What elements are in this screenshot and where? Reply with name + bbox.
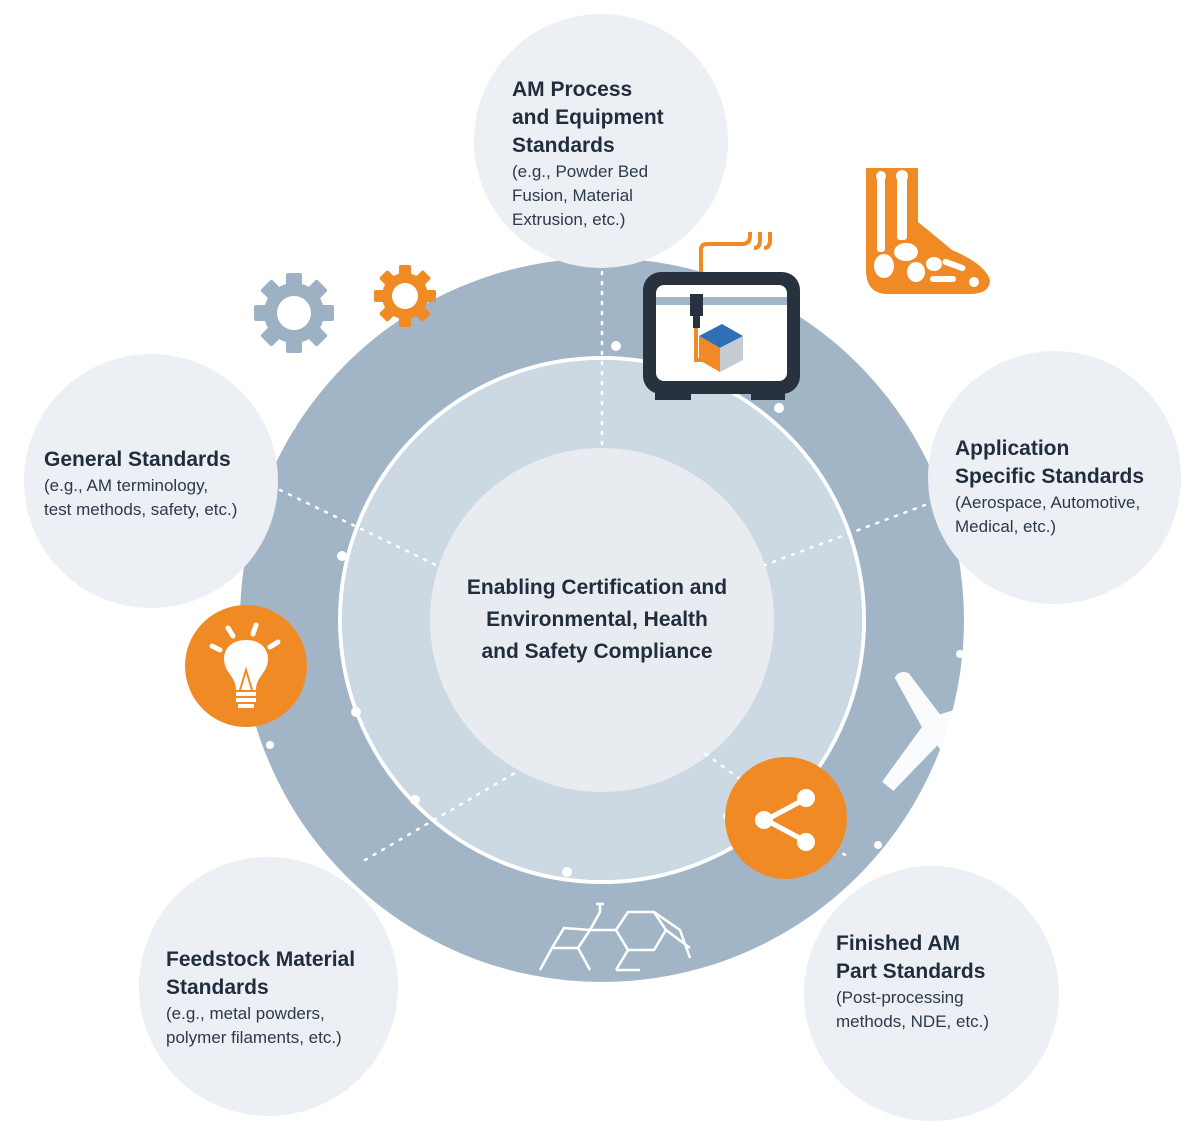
gear-orange-icon (374, 265, 436, 327)
lattice-structure-icon (538, 902, 692, 972)
node-finished: Finished AM Part Standards (Post-process… (836, 930, 1046, 1034)
airplane-icon (882, 672, 1009, 796)
bubble-process (474, 14, 728, 268)
node-subtitle: (e.g., AM terminology, test methods, saf… (44, 476, 238, 519)
node-feedstock: Feedstock Material Standards (e.g., meta… (166, 946, 386, 1050)
bubble-general (24, 354, 278, 608)
node-subtitle: (Aerospace, Automotive, Medical, etc.) (955, 493, 1141, 536)
node-title: AM Process and Equipment Standards (512, 78, 664, 157)
node-application: Application Specific Standards (Aerospac… (955, 435, 1177, 539)
node-subtitle: (e.g., Powder Bed Fusion, Material Extru… (512, 162, 649, 229)
3d-printer-icon (643, 232, 800, 400)
node-subtitle: (e.g., metal powders, polymer filaments,… (166, 1004, 342, 1047)
foot-bones-icon (866, 168, 990, 294)
node-title: Finished AM Part Standards (836, 932, 986, 983)
node-title: Application Specific Standards (955, 437, 1145, 488)
center-statement: Enabling Certification and Environmental… (466, 576, 728, 663)
node-title: General Standards (44, 448, 231, 471)
node-general: General Standards (e.g., AM terminology,… (44, 446, 274, 522)
gear-gray-icon (254, 273, 334, 353)
bubble-feedstock (139, 857, 398, 1116)
share-nodes-icon (725, 757, 847, 879)
ring-track (338, 356, 866, 884)
bubble-finished (804, 866, 1059, 1121)
node-process: AM Process and Equipment Standards (e.g.… (512, 76, 712, 232)
light-bulb-icon (185, 605, 307, 727)
ring-dots (266, 318, 964, 877)
node-subtitle: (Post-processing methods, NDE, etc.) (836, 988, 990, 1031)
node-title: Feedstock Material Standards (166, 948, 356, 999)
center-disk (430, 448, 774, 792)
bubble-application (928, 351, 1181, 604)
